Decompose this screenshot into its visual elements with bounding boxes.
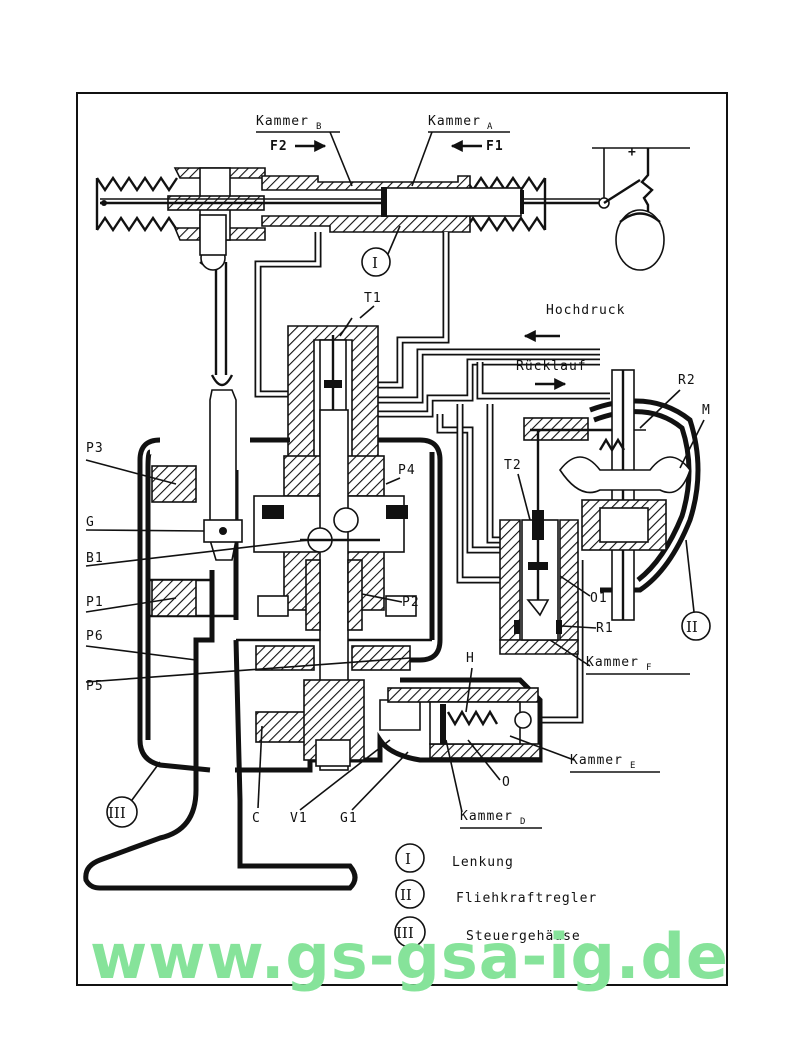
component-labels: R2 M T2 P3 P4 G B1 P1 P2 O1 R1 P6 Kammer… [85, 373, 711, 829]
kammer-e-sub: E [630, 761, 635, 771]
watermark: www.gs-gsa-ig.de [90, 920, 729, 993]
page-frame [76, 92, 728, 986]
legend: I Lenkung II Fliehkraftregler III Steuer… [394, 843, 597, 948]
marker-iii-text: III [108, 804, 126, 822]
kammer-b-sub: B [316, 122, 321, 132]
legend-iii-text: Steuergehäuse [466, 929, 581, 944]
legend-iii-numeral: III [396, 924, 414, 942]
kammer-d-label: Kammer [460, 809, 513, 824]
p2-label: P2 [402, 595, 420, 610]
v1-label: V1 [290, 811, 308, 826]
o-label: O [502, 775, 511, 790]
p4-label: P4 [398, 463, 416, 478]
c-label: C [252, 811, 261, 826]
p3-label: P3 [86, 441, 104, 456]
m-label: M [702, 403, 711, 418]
t2-label: T2 [504, 458, 522, 473]
p6-label: P6 [86, 629, 104, 644]
valve-h [387, 687, 541, 759]
g-label: G [86, 515, 95, 530]
ruecklauf-label: Rücklauf [516, 359, 587, 374]
legend-ii-circle [395, 879, 425, 909]
kammer-e-label: Kammer [570, 753, 623, 768]
marker-i [361, 247, 391, 277]
pipe-lines [254, 232, 610, 724]
kammer-d-sub: D [520, 817, 525, 827]
p5-label: P5 [86, 679, 104, 694]
plus-label: + [628, 145, 637, 160]
kammer-a-sub: A [487, 122, 493, 132]
g1-label: G1 [340, 811, 358, 826]
marker-i-text: I [372, 254, 378, 272]
o1-label: O1 [590, 591, 608, 606]
kammer-b-label: Kammer [256, 114, 309, 129]
kammer-f-label: Kammer [586, 655, 639, 670]
f1-label: F1 [486, 139, 504, 154]
r2-label: R2 [678, 373, 696, 388]
marker-iii [106, 796, 138, 828]
h-label: H [466, 651, 475, 666]
marker-ii [681, 611, 711, 641]
marker-ii-text: II [686, 618, 698, 636]
legend-i-numeral: I [405, 850, 411, 868]
legend-ii-numeral: II [400, 886, 412, 904]
centrifugal-regulator [523, 369, 701, 621]
valve-block-t2 [499, 430, 579, 655]
kammer-f-sub: F [646, 663, 651, 673]
legend-ii-text: Fliehkraftregler [456, 891, 597, 906]
t1-label: T1 [364, 291, 382, 306]
b1-label: B1 [86, 551, 104, 566]
steering-linkage: + [592, 145, 690, 271]
legend-i-circle [395, 843, 425, 873]
p1-label: P1 [86, 595, 104, 610]
legend-iii-circle [394, 916, 426, 948]
f2-label: F2 [270, 139, 288, 154]
steering-cylinder [95, 167, 610, 241]
hochdruck-label: Hochdruck [546, 303, 625, 318]
kammer-a-label: Kammer [428, 114, 481, 129]
r1-label: R1 [596, 621, 614, 636]
legend-i-text: Lenkung [452, 855, 514, 870]
bellows-left [95, 175, 178, 233]
